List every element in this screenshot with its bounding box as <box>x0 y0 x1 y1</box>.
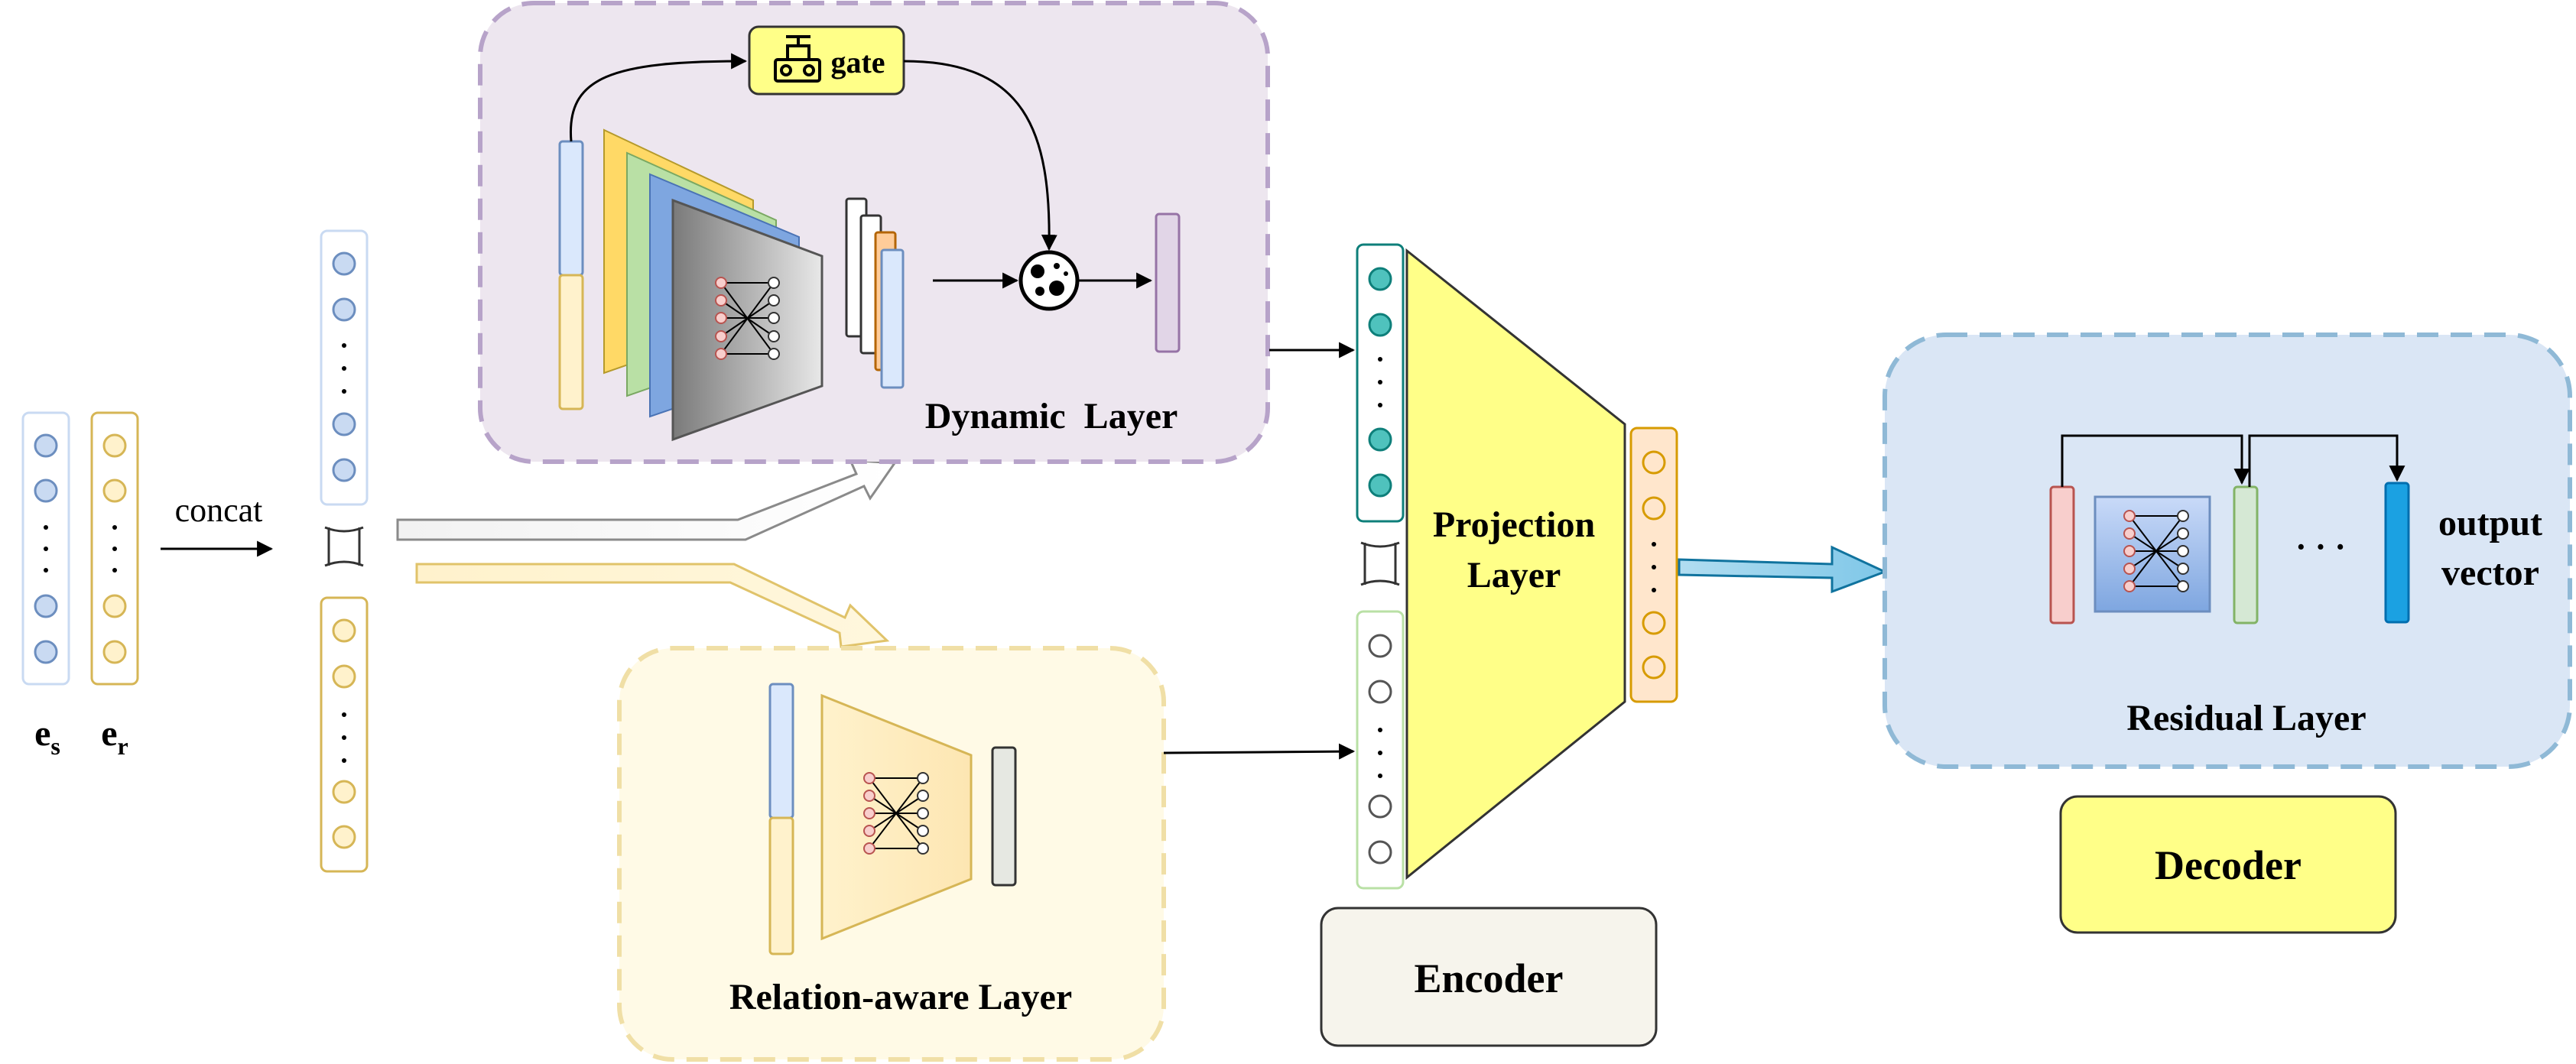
output-vector-label-line1: output <box>2438 503 2542 543</box>
dynamic-output-stack <box>845 197 905 389</box>
output-vector-label-line2: vector <box>2441 553 2539 593</box>
decoder-label: Decoder <box>2155 842 2302 888</box>
output-vector <box>2384 482 2410 624</box>
dynamic-mini-network-icon <box>715 277 780 360</box>
er-label: er <box>101 713 128 760</box>
valve-icon <box>774 35 821 83</box>
gate-to-mix-arrow <box>903 60 1057 251</box>
relation-encoder-shape <box>820 693 973 941</box>
residual-mini-network-icon <box>2123 510 2189 592</box>
concat-label: concat <box>175 491 263 529</box>
residual-ellipsis: · · · <box>2295 528 2346 566</box>
decoder-box <box>2059 795 2397 934</box>
dynamic-input-bottom <box>558 274 584 410</box>
residual-mid-vector <box>2233 485 2259 624</box>
skip-connection-1 <box>2061 434 2250 487</box>
dynamic-output-vector <box>1155 212 1181 353</box>
residual-input-vector <box>2049 485 2075 624</box>
to-relation-arrow <box>415 563 890 648</box>
projection-bracket-icon <box>1360 541 1400 586</box>
projection-label-line1: Projection <box>1433 504 1595 545</box>
projection-input-top <box>1356 243 1405 523</box>
relation-output-vector <box>991 746 1017 887</box>
mix-operator-icon <box>1018 250 1080 311</box>
skip-connection-2 <box>2248 434 2405 487</box>
projection-output-vector <box>1629 427 1678 703</box>
to-dynamic-arrow <box>396 459 897 541</box>
encoder-label: Encoder <box>1415 955 1564 1001</box>
dynamic-layer-label: Dynamic Layer <box>925 396 1178 436</box>
dynamic-input-top <box>558 140 584 277</box>
projection-label-line2: Layer <box>1467 555 1561 595</box>
relation-to-projection-arrow <box>1163 743 1356 760</box>
to-residual-arrow <box>1678 545 1888 594</box>
projection-input-bottom <box>1356 610 1405 890</box>
relation-layer-label: Relation-aware Layer <box>729 977 1072 1017</box>
concat-bracket-icon <box>324 526 364 567</box>
encoder-box <box>1320 907 1658 1047</box>
residual-layer-label: Residual Layer <box>2126 698 2366 738</box>
es-label: es <box>34 713 60 760</box>
relation-mini-network-icon <box>863 772 929 855</box>
concat-vector-bottom <box>320 596 369 873</box>
es-vector <box>21 411 70 686</box>
projection-layer-shape <box>1405 248 1626 881</box>
er-vector <box>90 411 139 686</box>
relation-input-top <box>768 683 794 819</box>
gate-label: gate <box>830 45 885 79</box>
relation-input-bottom <box>768 816 794 955</box>
residual-layer-box <box>1882 332 2572 769</box>
concat-vector-top <box>320 229 369 506</box>
to-gate-arrow <box>569 53 748 142</box>
